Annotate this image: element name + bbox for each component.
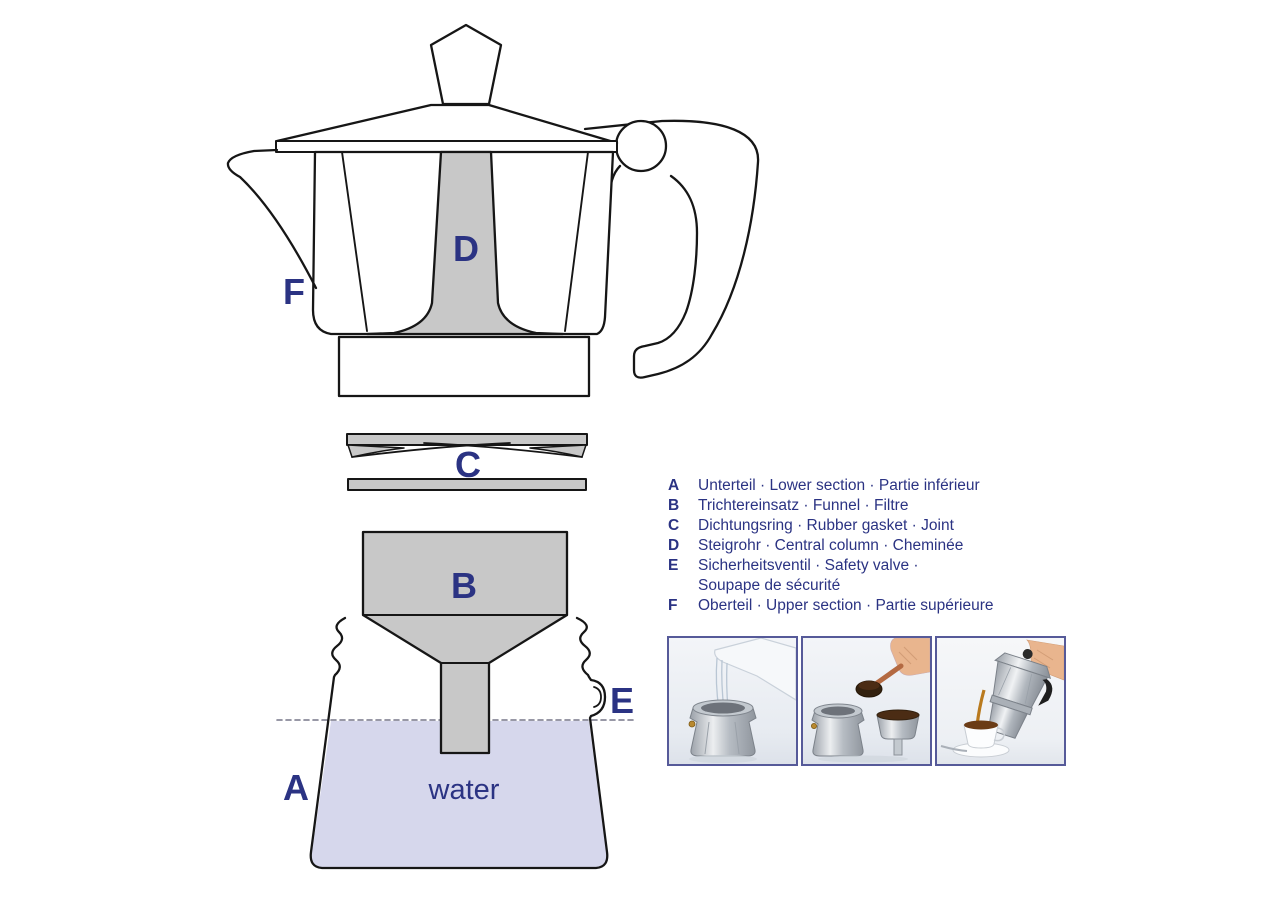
safety-valve-inner <box>593 686 602 708</box>
upper-section-group <box>226 23 760 398</box>
photo-filling-funnel-with-coffee <box>801 636 932 766</box>
lid-knob <box>429 23 503 106</box>
legend-row-d: D Steigrohr · Central column · Cheminée <box>668 536 1058 556</box>
moka-base <box>688 699 757 757</box>
legend-text: Steigrohr · Central column · Cheminée <box>698 537 964 554</box>
photo-pouring-water-into-lower-section <box>667 636 798 766</box>
espresso-cup <box>940 720 1010 758</box>
lid-rim <box>275 140 618 153</box>
filter-plate <box>347 478 587 491</box>
handle-outline <box>583 119 760 379</box>
lid-roof <box>275 103 619 145</box>
lid-knob <box>1022 649 1033 660</box>
legend-row-e: E Sicherheitsventil · Safety valve · <box>668 556 1058 576</box>
legend-row-a: A Unterteil · Lower section · Partie inf… <box>668 476 1058 496</box>
legend-letter: A <box>668 477 680 494</box>
legend-row-e-continued: Soupape de sécurité <box>668 576 1058 596</box>
spoon <box>940 745 968 752</box>
legend-letter: E <box>668 557 679 574</box>
funnel-group <box>361 530 569 755</box>
pot-opening <box>701 702 745 714</box>
label-gasket: C <box>455 444 481 485</box>
photo-pouring-coffee-into-cup <box>935 636 1066 766</box>
legend-text: Dichtungsring · Rubber gasket · Joint <box>698 517 954 534</box>
legend-text: Unterteil · Lower section · Partie infér… <box>698 477 980 494</box>
coffee-in-funnel <box>876 709 920 721</box>
legend-row-c: C Dichtungsring · Rubber gasket · Joint <box>668 516 1058 536</box>
legend-row-b: B Trichtereinsatz · Funnel · Filtre <box>668 496 1058 516</box>
valve-knob <box>688 720 696 728</box>
legend-text: Trichtereinsatz · Funnel · Filtre <box>698 497 909 514</box>
legend-letter: C <box>668 517 680 534</box>
reflection <box>818 755 908 763</box>
reflection <box>689 755 757 763</box>
parts-legend: A Unterteil · Lower section · Partie inf… <box>668 476 1058 616</box>
upper-body-facet-right <box>564 151 589 332</box>
funnel-shape <box>361 530 569 755</box>
moka-base <box>810 703 865 757</box>
legend-text: Soupape de sécurité <box>698 577 841 594</box>
gasket-wedge-right <box>529 444 587 458</box>
pot-handle <box>1038 679 1053 706</box>
water-jug <box>714 638 796 701</box>
legend-letter: F <box>668 597 678 614</box>
pouring-coffee-illustration <box>937 638 1064 764</box>
central-column-shape <box>365 150 565 336</box>
upper-body-facet-left <box>341 151 368 332</box>
lower-body-outline <box>309 616 609 870</box>
legend-letter <box>668 576 698 596</box>
label-funnel: B <box>451 565 477 606</box>
handle-lobe <box>614 119 668 173</box>
label-lower-section: A <box>283 767 309 808</box>
label-upper-section: F <box>283 271 305 312</box>
legend-text: Oberteil · Upper section · Partie supéri… <box>698 597 994 614</box>
cup-handle <box>993 727 1005 742</box>
label-safety-valve: E <box>610 680 634 721</box>
coffee-scoop <box>855 663 904 698</box>
legend-text: Sicherheitsventil · Safety valve · <box>698 557 919 574</box>
water-label: water <box>428 774 500 806</box>
lower-section-group <box>276 530 638 870</box>
usage-step-photos <box>667 636 1066 766</box>
valve-knob <box>810 723 817 730</box>
filling-funnel-illustration <box>803 638 930 764</box>
legend-row-f: F Oberteil · Upper section · Partie supé… <box>668 596 1058 616</box>
gasket-curve-right <box>423 442 583 458</box>
label-central-column: D <box>453 228 479 269</box>
legend-letter: B <box>668 497 680 514</box>
spout-outline <box>226 148 318 290</box>
funnel-insert <box>876 709 920 756</box>
gasket-curve-left <box>351 442 511 458</box>
upper-collar <box>337 335 591 398</box>
legend-letter: D <box>668 537 680 554</box>
pouring-water-illustration <box>669 638 796 764</box>
gasket-group <box>346 433 588 491</box>
coffee-in-cup <box>964 720 998 730</box>
tilted-moka-pot <box>987 649 1053 739</box>
gasket-wedge-left <box>347 444 405 458</box>
water-fill <box>311 721 607 868</box>
